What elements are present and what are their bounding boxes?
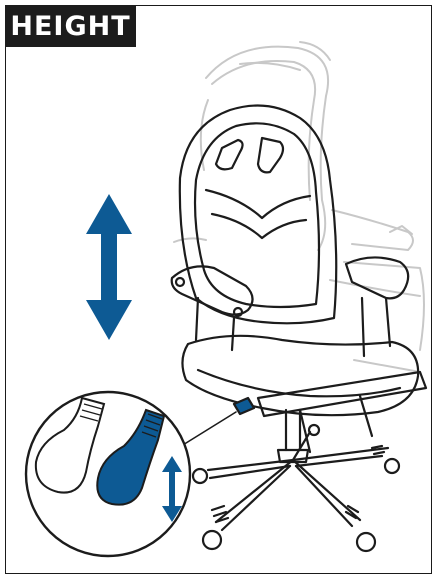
lever-callout xyxy=(26,392,190,556)
height-arrow-icon xyxy=(86,194,132,340)
page-title: HEIGHT xyxy=(5,5,136,47)
chair-illustration xyxy=(172,106,426,552)
